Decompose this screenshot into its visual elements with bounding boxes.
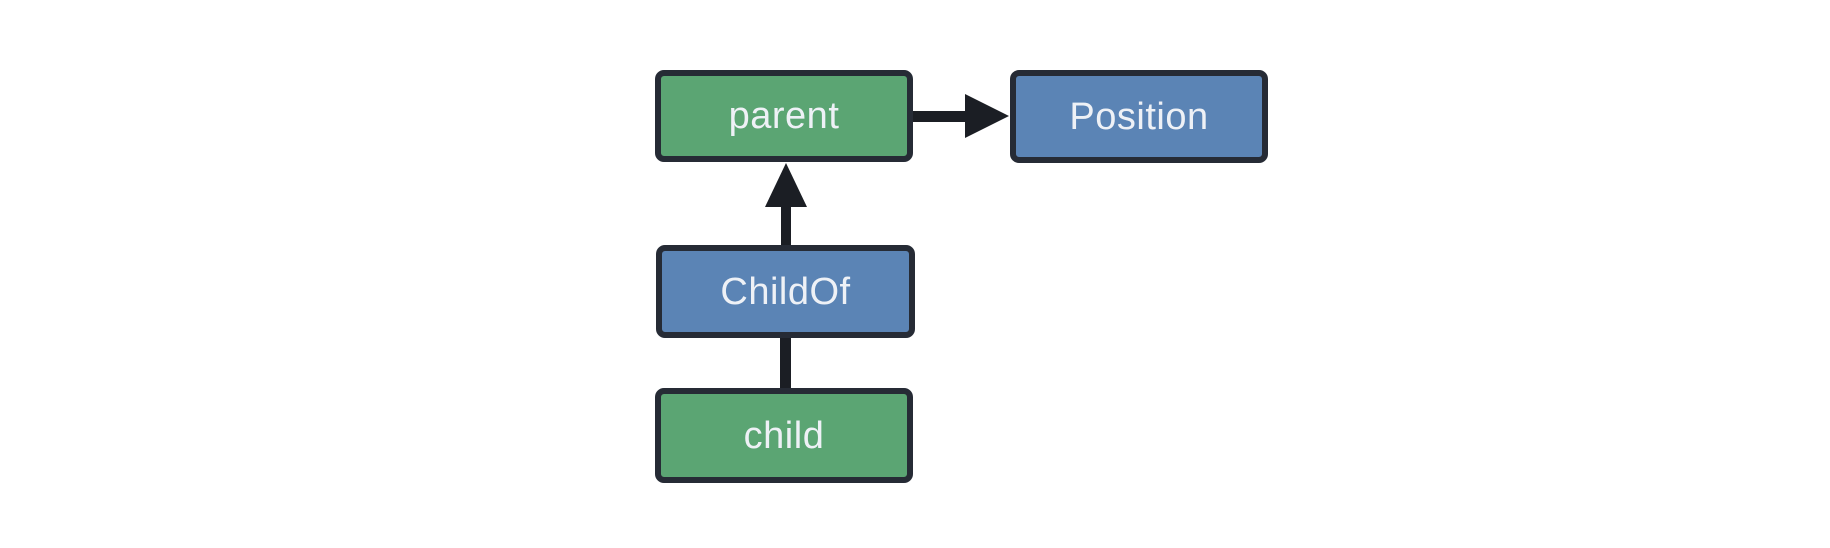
node-parent: parent: [655, 70, 913, 162]
arrowhead-right-icon: [965, 94, 1009, 138]
arrowhead-up-icon: [765, 163, 807, 207]
node-parent-label: parent: [728, 95, 840, 137]
node-childof: ChildOf: [656, 245, 915, 338]
edge-parent-to-position-line: [910, 111, 970, 122]
edge-childof-to-parent-line: [781, 204, 791, 248]
node-child-label: child: [743, 414, 825, 457]
edge-child-to-childof-line: [780, 335, 791, 391]
node-position: Position: [1010, 70, 1268, 163]
node-childof-label: ChildOf: [720, 270, 851, 313]
node-child: child: [655, 388, 913, 483]
node-position-label: Position: [1069, 95, 1209, 138]
